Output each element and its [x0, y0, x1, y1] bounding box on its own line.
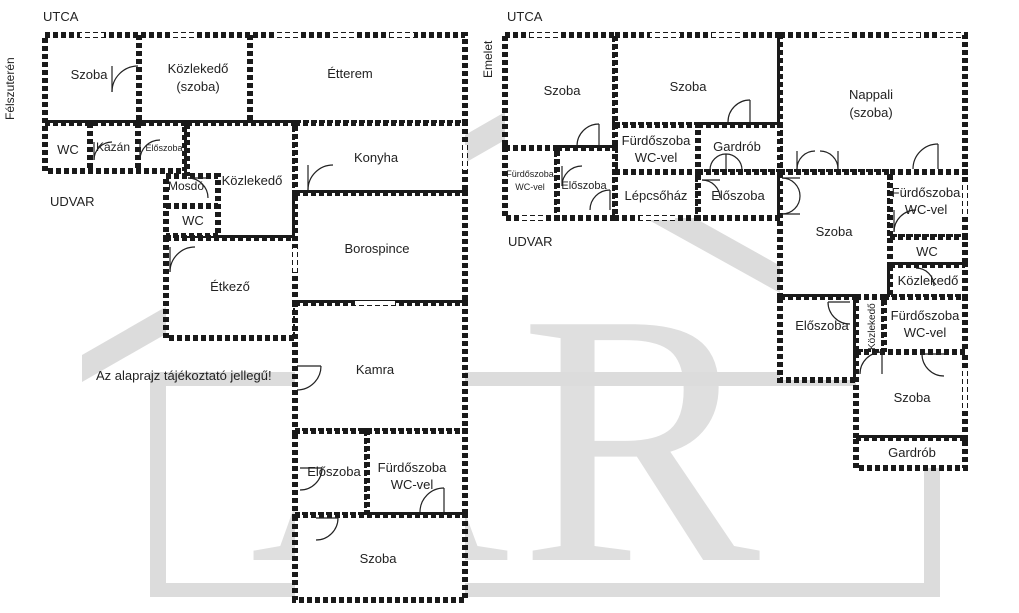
left-szoba2-room: [292, 512, 468, 603]
room-label-borospince: Borospince: [344, 241, 409, 256]
right-nappali-room: [777, 32, 968, 175]
room-label-eloszoba-small: Előszoba: [145, 143, 182, 153]
left-yard-label: UDVAR: [50, 194, 95, 209]
disclaimer-note: Az alaprajz tájékoztató jellegű!: [96, 368, 272, 383]
right-gardrob2-room: [853, 435, 968, 471]
room-label-kozlekedo: Közlekedő: [898, 273, 959, 288]
room-label-kazan: Kazán: [96, 140, 130, 154]
room-label-gardrob1: Gardrób: [713, 139, 761, 154]
room-label-szoba1: Szoba: [544, 83, 582, 98]
room-label-furdo-d: Fürdőszoba: [891, 308, 960, 323]
room-label-szoba2: Szoba: [670, 79, 708, 94]
room-label-wc: WC: [57, 142, 79, 157]
left-furdo-room: [364, 428, 468, 518]
room-label-kozlekedo-szoba: (szoba): [176, 79, 219, 94]
room-label-nappali: Nappali: [849, 87, 893, 102]
room-label-konyha: Konyha: [354, 150, 399, 165]
room-label-kozlekedo: Közlekedő: [168, 61, 229, 76]
room-label-gardrob2: Gardrób: [888, 445, 936, 460]
room-label-kozlekedo-hall: Közlekedő: [222, 173, 283, 188]
right-floor-plan: UTCA Emelet UDVAR Szoba Szoba Nappali (s…: [481, 9, 968, 471]
room-label-wc: WC: [916, 244, 938, 259]
room-label-nappali-szoba: (szoba): [849, 105, 892, 120]
room-label-eloszoba: Előszoba: [307, 464, 361, 479]
right-szoba1-room: [502, 32, 618, 151]
room-label-furdo-a-wc: WC-vel: [635, 150, 678, 165]
room-label-furdo-d-wc: WC-vel: [904, 325, 947, 340]
left-floor-label: Félszuterén: [3, 57, 17, 120]
room-label-furdoszoba-wc: WC-vel: [391, 477, 434, 492]
right-yard-label: UDVAR: [508, 234, 553, 249]
room-label-szoba3: Szoba: [816, 224, 854, 239]
left-front-block: [42, 32, 468, 126]
room-label-mosdo: Mosdó: [168, 179, 204, 193]
room-label-furdo-c-wc: WC-vel: [905, 202, 948, 217]
room-label-eloszoba3: Előszoba: [795, 318, 849, 333]
room-label-wc2: WC: [182, 213, 204, 228]
room-label-etkezo: Étkező: [210, 279, 250, 294]
right-floor-label: Emelet: [481, 40, 495, 78]
room-label-furdo-a: Fürdőszoba: [622, 133, 691, 148]
left-floor-plan: UTCA Félszuterén UDVAR Az alaprajz tájék…: [3, 9, 468, 603]
room-label-szoba2: Szoba: [360, 551, 398, 566]
left-street-label: UTCA: [43, 9, 79, 24]
right-lepcsohaz-room: [612, 169, 701, 221]
room-label-lepcsohaz: Lépcsőház: [625, 188, 688, 203]
room-label-szoba: Szoba: [71, 67, 109, 82]
right-furdo-d-room: [881, 294, 968, 355]
room-label-furdo-b: Fürdőszoba: [506, 169, 554, 179]
left-wc-block: [42, 120, 188, 174]
right-street-label: UTCA: [507, 9, 543, 24]
room-label-furdoszoba: Fürdőszoba: [378, 460, 447, 475]
room-label-furdo-b-wc: WC-vel: [515, 182, 545, 192]
room-label-kozlekedo-vertical: Közlekedő: [867, 303, 878, 350]
right-kozlekedo-room: [887, 262, 968, 300]
room-label-kamra: Kamra: [356, 362, 395, 377]
room-label-eloszoba1: Előszoba: [561, 180, 607, 192]
room-label-etterem: Étterem: [327, 66, 373, 81]
right-eloszoba3-room: [777, 294, 859, 383]
room-label-eloszoba2: Előszoba: [711, 188, 765, 203]
room-label-szoba4: Szoba: [894, 390, 932, 405]
watermark-letter-r: R: [520, 239, 762, 613]
room-label-furdo-c: Fürdőszoba: [892, 185, 961, 200]
